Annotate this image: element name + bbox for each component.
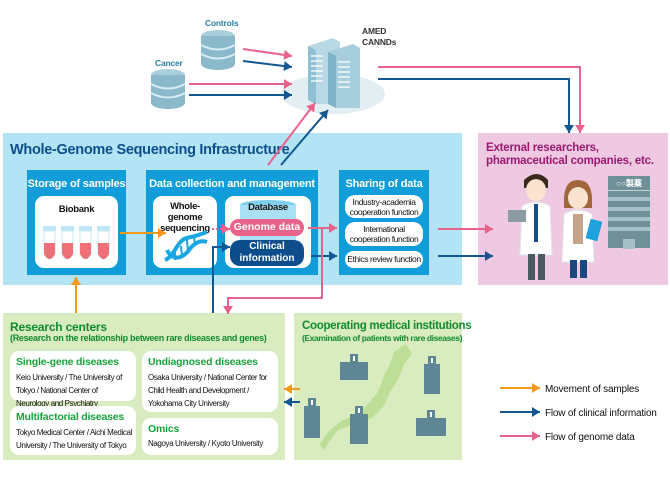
clinical-line2: information	[239, 253, 295, 264]
biobank-card: Biobank	[35, 196, 118, 268]
legend-clinical-arrow	[500, 407, 540, 417]
card-title: Multifactorial diseases	[16, 411, 125, 423]
cooperating-subtitle: (Examination of patients with rare disea…	[302, 333, 463, 343]
card-text: Osaka University / National Center for C…	[148, 373, 268, 408]
function-line1: International	[363, 224, 405, 234]
storage-of-samples-box: Storage of samples Biobank	[27, 170, 126, 275]
sequencing-label-line1: Whole-genome	[167, 201, 203, 223]
cooperating-title: Cooperating medical institutions	[302, 320, 472, 332]
card-text: Keio University / The University of Toky…	[16, 373, 122, 408]
infrastructure-title: Whole-Genome Sequencing Infrastructure	[10, 142, 290, 158]
company-building-icon: ○○製薬	[608, 176, 650, 249]
controls-database-icon	[200, 30, 236, 70]
storage-title: Storage of samples	[27, 178, 126, 190]
cancer-clinical-arrow	[189, 90, 292, 100]
sequencing-card: Whole-genome sequencing	[153, 196, 217, 268]
legend-clinical-label: Flow of clinical information	[545, 408, 657, 419]
sequencing-label-line2: sequencing	[160, 223, 210, 234]
server-icon	[281, 38, 385, 114]
server-label-line2: CANNDs	[362, 37, 397, 47]
card-title: Undiagnosed diseases	[148, 356, 258, 368]
undiagnosed-card: Undiagnosed diseases Osaka University / …	[142, 351, 278, 412]
omics-card: Omics Nagoya University / Kyoto Universi…	[142, 418, 278, 455]
legend-genome-arrow	[500, 431, 540, 441]
server-to-external-clinical	[378, 78, 574, 133]
card-title: Omics	[148, 423, 180, 435]
multifactorial-card: Multifactorial diseases Tokyo Medical Ce…	[10, 406, 136, 455]
card-text: Nagoya University / Kyoto University	[148, 439, 263, 448]
sharing-of-data-box: Sharing of data Industry-academia cooper…	[339, 170, 429, 275]
sample-tubes-icon	[43, 226, 110, 260]
cancer-label: Cancer	[155, 58, 183, 68]
genome-data-pill: Genome data	[230, 219, 304, 236]
data-collection-box: Data collection and management Whole-gen…	[146, 170, 318, 275]
international-function: International cooperation function	[345, 222, 423, 246]
research-centers-title: Research centers	[10, 320, 107, 334]
server-label-line1: AMED	[362, 26, 387, 36]
controls-label: Controls	[205, 18, 239, 28]
japan-map-icon	[320, 344, 412, 450]
external-title-line2: pharmaceutical companies, etc.	[486, 155, 654, 167]
server-label: AMED CANNDs	[362, 26, 396, 48]
biobank-label: Biobank	[58, 204, 95, 215]
dna-icon	[164, 230, 208, 262]
clinical-information-pill: Clinical information	[230, 240, 304, 266]
card-title: Single-gene diseases	[16, 356, 119, 368]
sharing-title: Sharing of data	[345, 178, 423, 190]
external-title: External researchers, pharmaceutical com…	[486, 142, 654, 168]
japan-map-with-hospitals	[304, 344, 446, 450]
male-researcher-icon	[508, 174, 553, 280]
research-centers-subtitle: (Research on the relationship between ra…	[10, 333, 267, 343]
function-line1: Industry-academia	[352, 197, 416, 207]
company-sign: ○○製薬	[616, 179, 642, 188]
legend-samples-label: Movement of samples	[545, 384, 640, 395]
legend-genome-label: Flow of genome data	[545, 432, 635, 443]
ethics-review-function: Ethics review function	[345, 251, 423, 268]
researchers-illustration	[508, 174, 602, 280]
single-gene-card: Single-gene diseases Keio University / T…	[10, 351, 136, 408]
function-line2: cooperation function	[349, 207, 419, 217]
clinical-line1: Clinical	[249, 241, 285, 252]
database-card: Database Genome data Clinical informatio…	[225, 196, 311, 268]
external-title-line1: External researchers,	[486, 142, 599, 154]
function-line2: cooperation function	[349, 234, 419, 244]
cancer-database-icon	[150, 69, 186, 109]
server-to-external-genome	[378, 66, 585, 133]
cancer-genome-arrow	[189, 79, 292, 89]
industry-academia-function: Industry-academia cooperation function	[345, 195, 423, 218]
database-label: Database	[248, 202, 288, 213]
data-collection-title: Data collection and management	[149, 178, 315, 190]
card-text: Tokyo Medical Center / Aichi Medical Uni…	[16, 428, 132, 450]
legend-samples-arrow	[500, 383, 540, 393]
female-researcher-icon	[561, 180, 602, 278]
